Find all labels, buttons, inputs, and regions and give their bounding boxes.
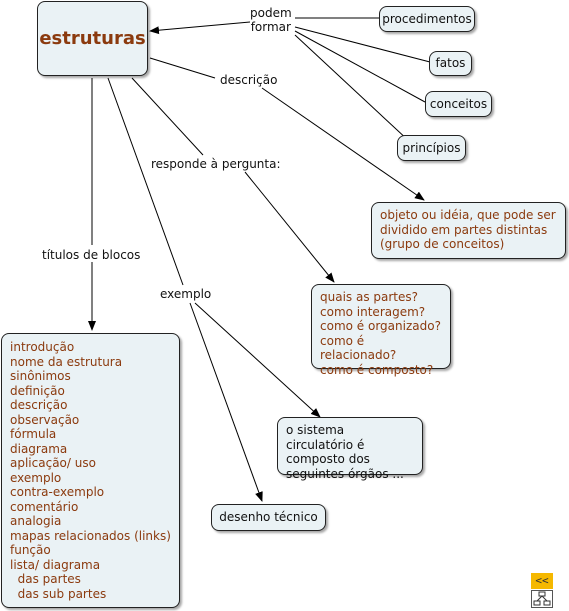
node-procedimentos[interactable]: procedimentos [379, 6, 475, 32]
node-principios[interactable]: princípios [397, 135, 466, 161]
root-node-estruturas[interactable]: estruturas [37, 1, 148, 76]
pergunta-item: como é organizado? [320, 319, 441, 333]
bloco-item: das partes [10, 572, 81, 586]
pergunta-item: como é composto? [320, 362, 434, 377]
node-exemplo[interactable]: o sistema circulatório é composto dos se… [277, 417, 423, 481]
link-label-podem-formar: podem formar [250, 6, 292, 34]
bloco-item: definição [10, 383, 65, 398]
node-descricao[interactable]: objeto ou idéia, que pode ser dividido e… [371, 202, 566, 259]
pergunta-item: como é relacionado? [320, 333, 397, 363]
back-arrow-icon[interactable]: << [531, 573, 553, 589]
node-desenho-tecnico[interactable]: desenho técnico [211, 504, 326, 531]
bloco-item: aplicação/ uso [10, 456, 96, 470]
bloco-item: descrição [10, 398, 68, 412]
concept-map-icon-glyph [533, 591, 551, 606]
link-label-descricao: descrição [220, 73, 278, 87]
bloco-item: nome da estrutura [10, 354, 123, 369]
node-conceitos[interactable]: conceitos [425, 91, 492, 117]
bloco-item: lista/ diagrama [10, 557, 101, 572]
link-label-responde-pergunta: responde à pergunta: [151, 157, 281, 171]
back-nav-button[interactable]: << [531, 573, 553, 608]
bloco-item: das sub partes [10, 586, 107, 601]
bloco-item: fórmula [10, 427, 57, 441]
bloco-item: sinônimos [10, 369, 71, 383]
node-perguntas[interactable]: quais as partes? como interagem? como é … [311, 284, 451, 377]
bloco-item: contra-exemplo [10, 485, 105, 499]
pergunta-item: quais as partes? [320, 290, 419, 304]
node-titulos-de-blocos[interactable]: introdução nome da estrutura sinônimos d… [1, 333, 180, 608]
root-label: estruturas [39, 28, 146, 49]
pergunta-item: como interagem? [320, 304, 426, 319]
bloco-item: mapas relacionados (links) [10, 528, 171, 543]
bloco-item: introdução [10, 340, 75, 354]
bloco-item: diagrama [10, 441, 68, 456]
link-label-exemplo: exemplo [160, 287, 212, 301]
bloco-item: comentário [10, 499, 79, 514]
bloco-item: função [10, 543, 51, 557]
bloco-item: exemplo [10, 470, 62, 485]
concept-map-icon[interactable] [531, 590, 553, 608]
bloco-item: observação [10, 412, 80, 427]
link-label-titulos-de-blocos: títulos de blocos [42, 248, 141, 262]
node-fatos[interactable]: fatos [429, 51, 472, 76]
bloco-item: analogia [10, 514, 62, 528]
